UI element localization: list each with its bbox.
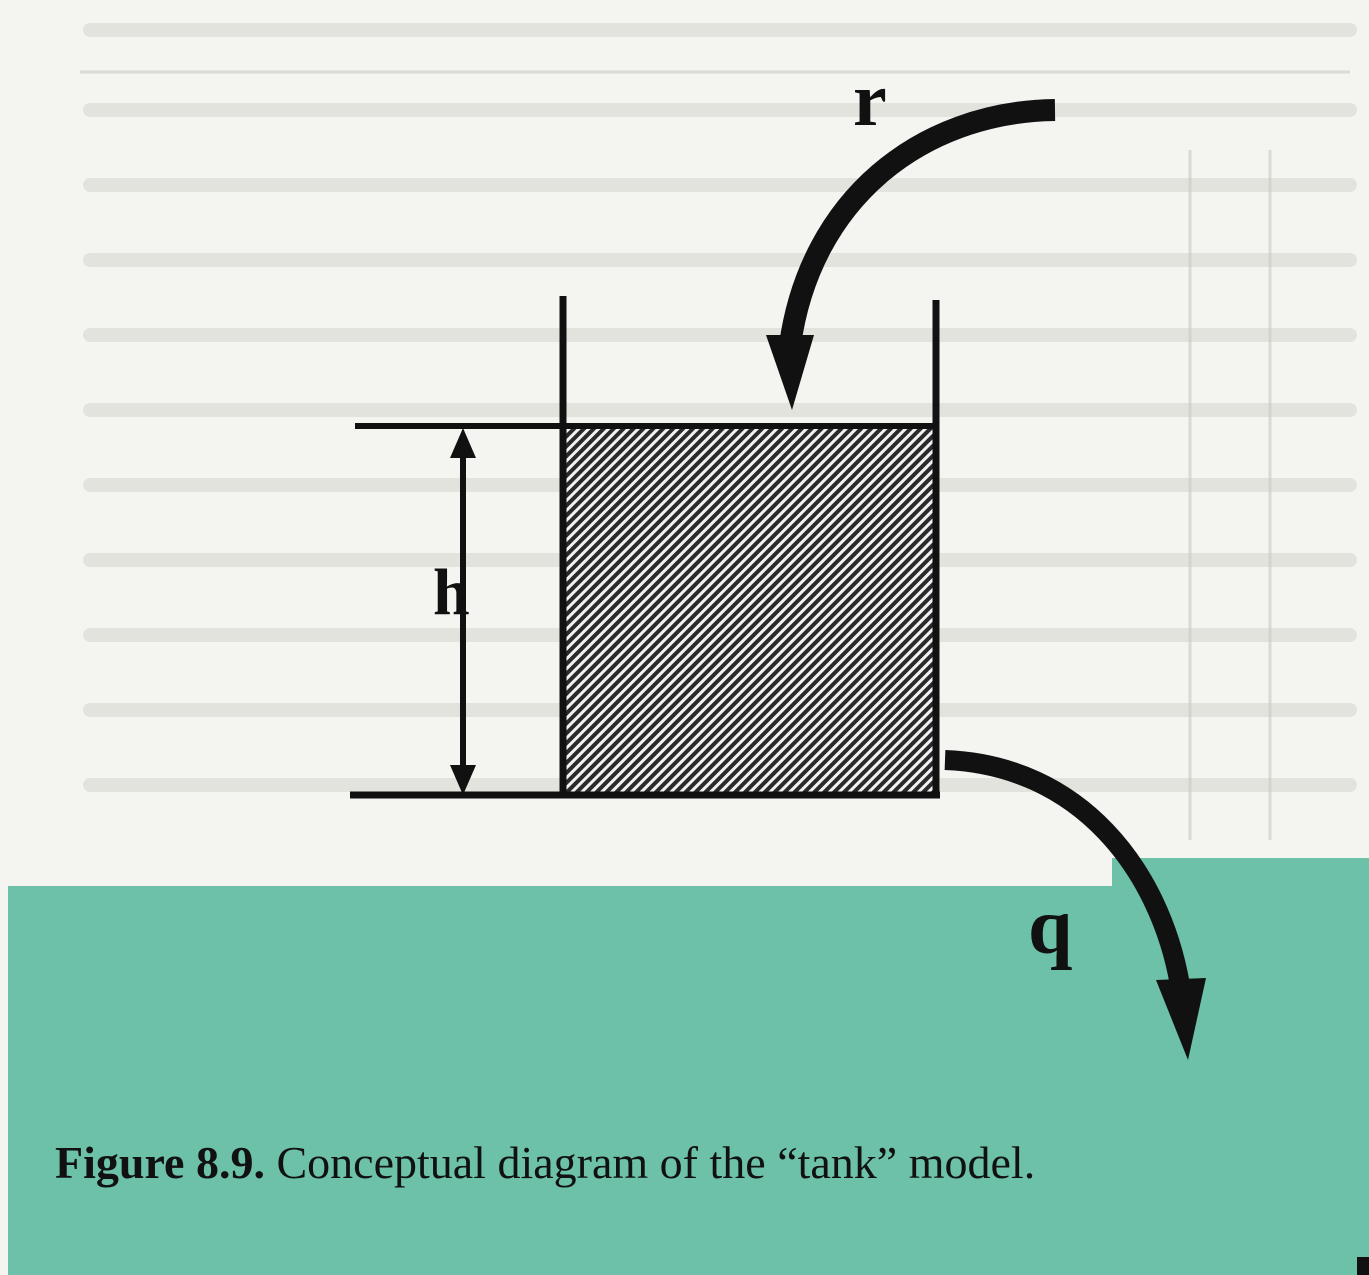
outflow-label: q — [1028, 883, 1073, 971]
corner-mark — [1357, 1257, 1369, 1275]
caption-band — [8, 886, 1369, 1275]
inflow-arrowhead — [766, 335, 814, 410]
height-label: h — [433, 556, 470, 629]
tank-water — [563, 428, 936, 796]
figure-caption: Figure 8.9. Conceptual diagram of the “t… — [55, 1136, 1035, 1189]
height-arrowhead-bottom — [450, 765, 476, 795]
height-arrowhead-top — [450, 428, 476, 458]
figure-number: Figure 8.9. — [55, 1137, 265, 1188]
outflow-arrow-shaft — [944, 750, 1190, 987]
figure-caption-text: Conceptual diagram of the “tank” model. — [276, 1137, 1036, 1188]
outflow-arrowhead — [1156, 978, 1206, 1060]
inflow-arrow-shaft — [779, 99, 1056, 347]
inflow-label: r — [853, 58, 887, 142]
